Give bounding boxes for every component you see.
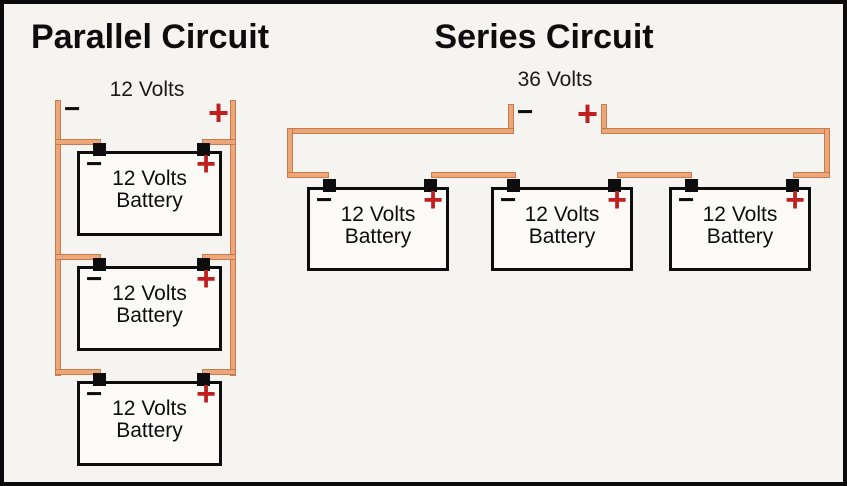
positive-terminal [197, 373, 210, 386]
parallel-branch3-neg-wire [55, 369, 101, 375]
positive-terminal [197, 258, 210, 271]
parallel-branch3-pos-wire [202, 369, 236, 375]
negative-terminal [323, 179, 336, 192]
minus-symbol: − [86, 378, 103, 409]
minus-symbol: − [678, 184, 695, 215]
parallel-battery-3: − + 12 Volts Battery [77, 373, 222, 466]
plus-symbol: + [196, 145, 216, 183]
series-top-left-wire [287, 128, 514, 134]
series-right-stub-wire [793, 172, 830, 178]
series-output-minus-symbol: − [517, 96, 534, 127]
negative-terminal [93, 143, 106, 156]
series-voltage-label: 36 Volts [517, 68, 593, 91]
series-right-down-wire [824, 128, 830, 178]
parallel-branch2-pos-wire [202, 254, 236, 260]
series-link2-wire [617, 172, 692, 178]
negative-terminal [93, 373, 106, 386]
parallel-battery-1: − + 12 Volts Battery [77, 143, 222, 236]
plus-symbol: + [423, 181, 443, 219]
parallel-branch1-pos-wire [202, 139, 236, 145]
minus-symbol: − [86, 263, 103, 294]
parallel-battery-2: − + 12 Volts Battery [77, 258, 222, 351]
series-output-plus-symbol: + [577, 93, 599, 134]
series-circuit-title: Series Circuit [434, 18, 654, 56]
battery-label: 12 Volts Battery [112, 282, 187, 327]
parallel-right-rail-wire [230, 100, 236, 376]
parallel-output-minus-symbol: − [64, 93, 81, 124]
series-top-right-wire [601, 128, 830, 134]
plus-symbol: + [196, 375, 216, 413]
series-left-down-wire [287, 128, 293, 178]
positive-terminal [786, 179, 799, 192]
parallel-branch2-neg-wire [55, 254, 101, 260]
series-battery-2: − + 12 Volts Battery [491, 179, 633, 271]
parallel-voltage-label: 12 Volts [109, 78, 185, 101]
parallel-output-plus-symbol: + [208, 92, 230, 133]
positive-terminal [608, 179, 621, 192]
positive-terminal [424, 179, 437, 192]
battery-label: 12 Volts Battery [524, 203, 600, 248]
series-battery-1: − + 12 Volts Battery [307, 179, 449, 271]
series-left-stub-wire [287, 172, 329, 178]
minus-symbol: − [86, 148, 103, 179]
series-battery-3: − + 12 Volts Battery [669, 179, 811, 271]
plus-symbol: + [196, 260, 216, 298]
negative-terminal [507, 179, 520, 192]
plus-symbol: + [607, 181, 627, 219]
negative-terminal [93, 258, 106, 271]
battery-label: 12 Volts Battery [702, 203, 778, 248]
battery-label: 12 Volts Battery [340, 203, 416, 248]
series-link1-wire [431, 172, 516, 178]
positive-terminal [197, 143, 210, 156]
parallel-branch1-neg-wire [55, 139, 101, 145]
battery-label: 12 Volts Battery [112, 397, 187, 442]
minus-symbol: − [316, 184, 333, 215]
parallel-left-rail-wire [55, 100, 61, 376]
parallel-circuit-title: Parallel Circuit [30, 18, 270, 56]
minus-symbol: − [500, 184, 517, 215]
battery-label: 12 Volts Battery [112, 167, 187, 212]
negative-terminal [685, 179, 698, 192]
plus-symbol: + [785, 181, 805, 219]
